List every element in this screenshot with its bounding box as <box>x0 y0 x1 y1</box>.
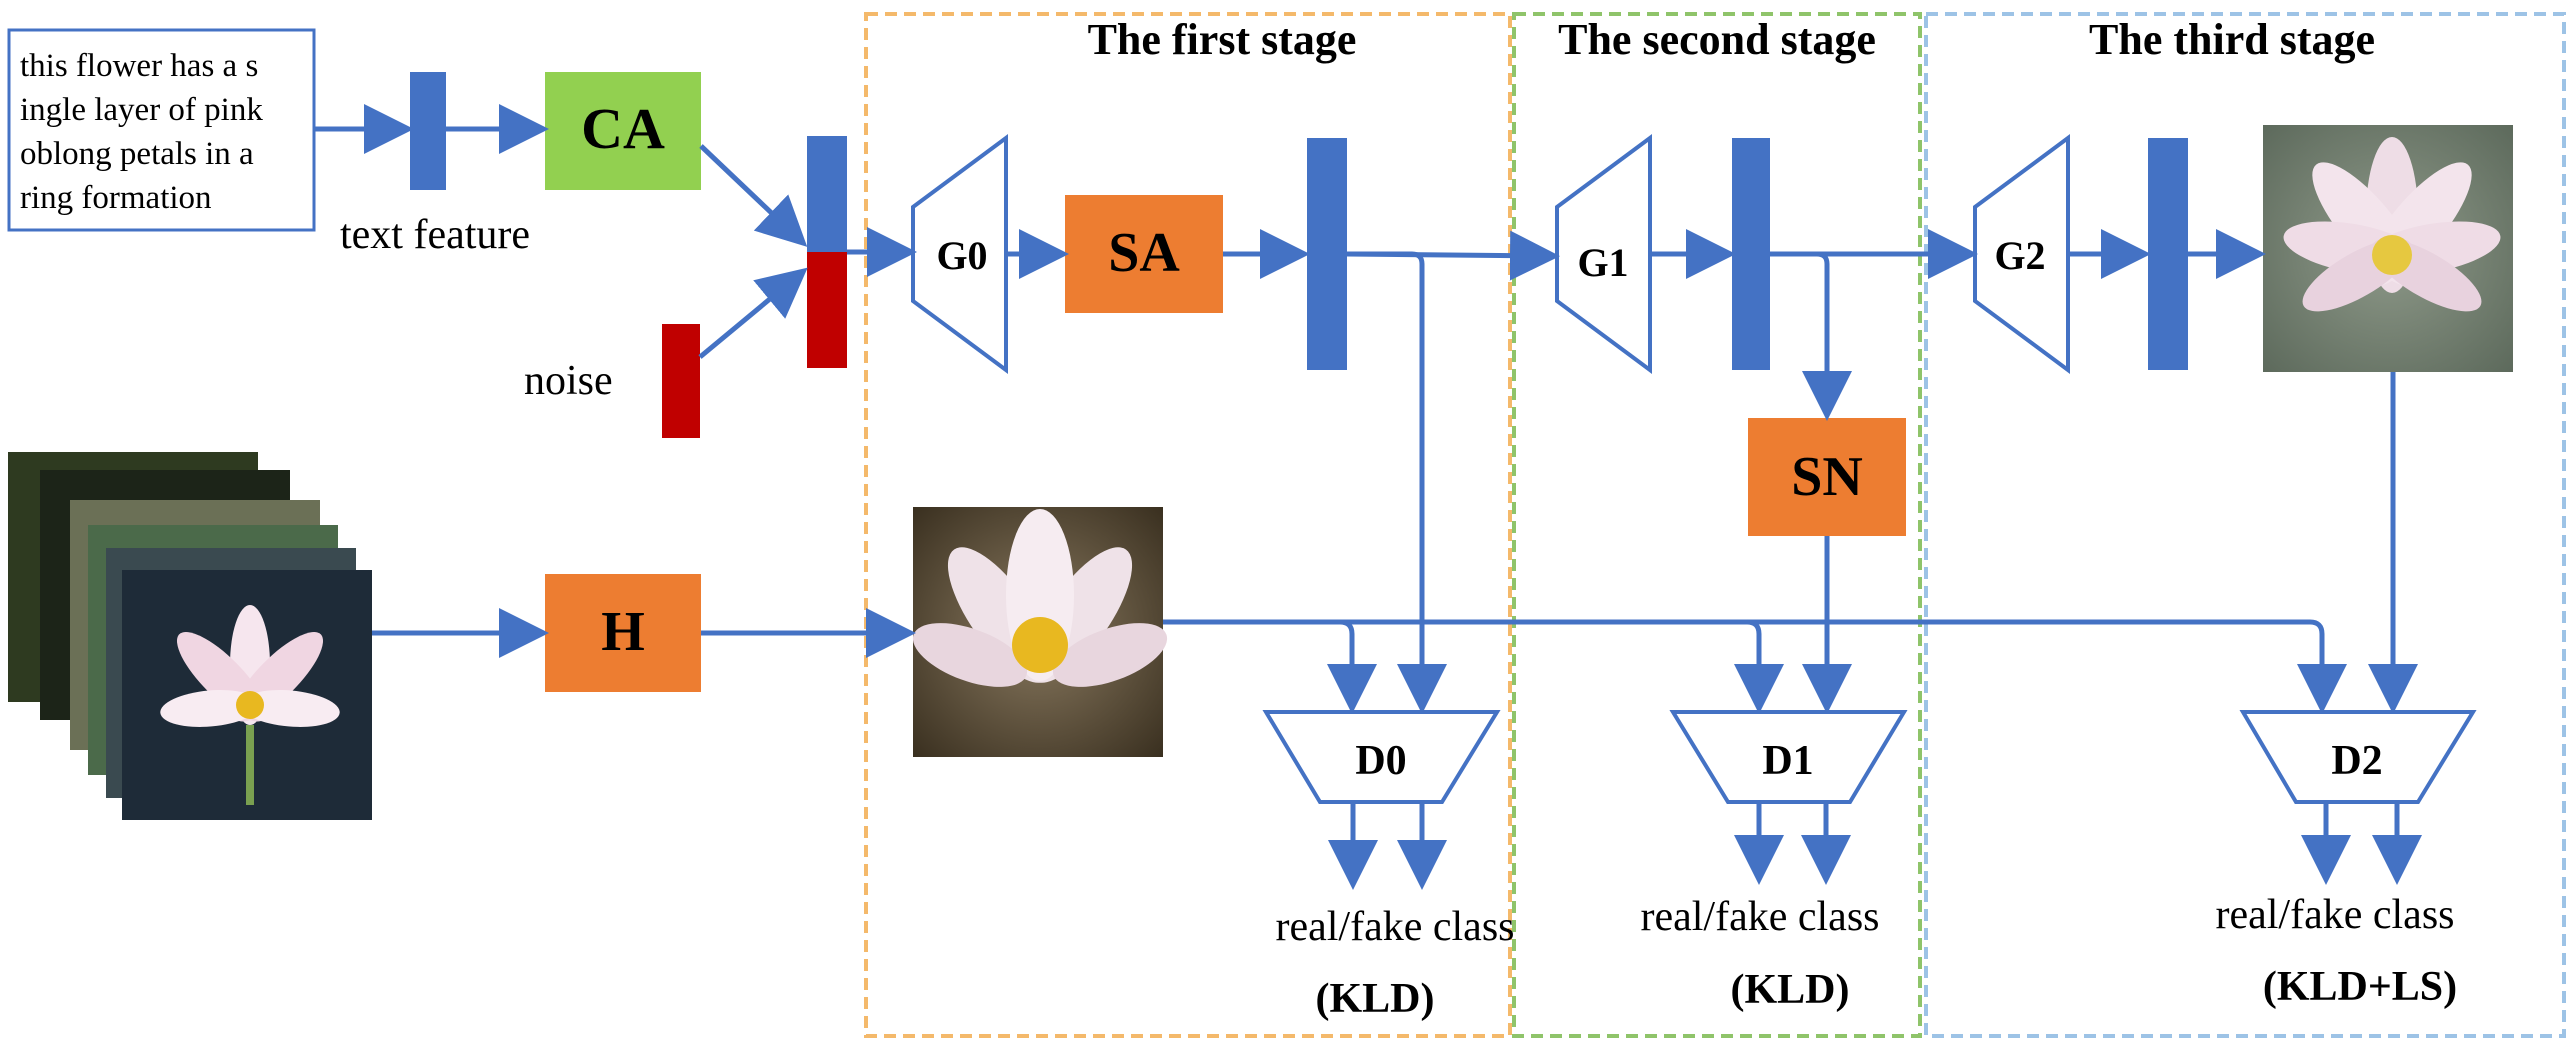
generated-flower-image <box>2263 125 2513 372</box>
arrow-image-to-d1 <box>1734 619 1784 714</box>
arrow-ca-to-concat <box>699 144 808 247</box>
d2-loss-label: (KLD+LS) <box>2263 964 2457 1010</box>
d1-label: D1 <box>1762 738 1813 784</box>
sa-block <box>1065 195 1223 313</box>
arrow-image-to-d0 <box>1327 619 1377 714</box>
g2-label: G2 <box>1994 233 2045 278</box>
stage-second-box <box>1512 12 1922 1038</box>
text-feature-bar <box>410 72 446 190</box>
ca-label: CA <box>581 96 665 161</box>
concat-feature-bar <box>807 136 847 252</box>
real-image-stack <box>8 452 372 820</box>
concat-noise-bar <box>807 252 847 368</box>
input-text-line-1: this flower has a s <box>20 48 258 84</box>
sn-block <box>1748 418 1906 536</box>
g0-label: G0 <box>936 233 987 278</box>
input-text-line-3: oblong petals in a <box>20 136 254 172</box>
stage-first-title: The first stage <box>1088 15 1357 64</box>
d0-loss-label: (KLD) <box>1316 976 1435 1022</box>
arrow-image-to-discriminators <box>1163 619 2347 714</box>
sn-label: SN <box>1791 446 1863 508</box>
arrow-noise-to-concat <box>698 267 808 359</box>
real-flower-image <box>912 507 1168 757</box>
sa-label: SA <box>1108 222 1180 284</box>
h-label: H <box>601 601 645 663</box>
arrow-bar-to-sn <box>1770 251 1852 421</box>
arrows <box>314 104 2422 890</box>
arrow-bar-to-d0 <box>1347 251 1447 714</box>
input-text-box <box>7 28 316 232</box>
input-text-line-4: ring formation <box>20 180 212 216</box>
stage3-feature-bar <box>2148 138 2188 370</box>
d2-label: D2 <box>2331 738 2382 784</box>
d0-output-text: real/fake class <box>1275 904 1514 950</box>
stage-first-box <box>864 12 1512 1038</box>
d0-label: D0 <box>1355 738 1406 784</box>
text-feature-label: text feature <box>340 212 530 258</box>
noise-label: noise <box>524 358 613 404</box>
d1-loss-label: (KLD) <box>1731 967 1850 1013</box>
noise-bar <box>662 324 700 438</box>
g1-label: G1 <box>1577 240 1628 285</box>
stage2-feature-bar <box>1732 138 1770 370</box>
d2-output-text: real/fake class <box>2215 892 2454 938</box>
h-block <box>545 574 701 692</box>
stage-second-title: The second stage <box>1558 15 1876 64</box>
stage1-feature-bar <box>1307 138 1347 370</box>
stage-third-box <box>1924 12 2566 1038</box>
input-text-line-2: ingle layer of pink <box>20 92 263 128</box>
ca-block <box>545 72 701 190</box>
stage-third-title: The third stage <box>2089 15 2375 64</box>
d1-output-text: real/fake class <box>1640 894 1879 940</box>
